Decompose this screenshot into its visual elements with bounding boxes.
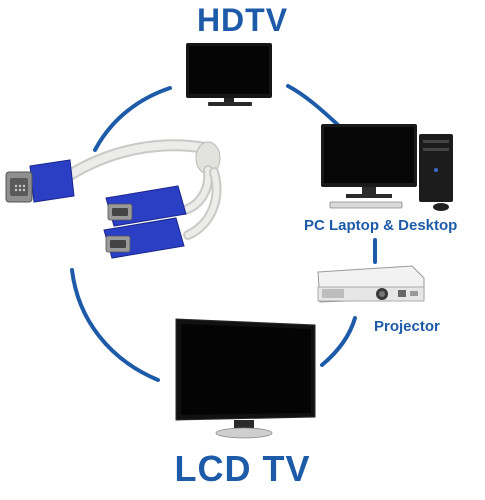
lcd-tv-label: LCD TV bbox=[174, 448, 311, 489]
arc-hdtv-right bbox=[286, 84, 340, 127]
projector-label: Projector bbox=[374, 318, 440, 335]
vga-female-connector bbox=[103, 185, 187, 259]
vga-splitter-cable bbox=[5, 139, 222, 259]
arc-left-bottom bbox=[70, 268, 160, 382]
vga-male-connector bbox=[5, 159, 75, 203]
arc-right-bottom bbox=[320, 316, 357, 367]
hdtv-icon bbox=[186, 43, 272, 106]
pc-laptop-desktop-label: PC Laptop & Desktop bbox=[304, 217, 458, 234]
hdtv-label: HDTV bbox=[196, 2, 289, 38]
arc-hdtv-left bbox=[93, 86, 172, 152]
connection-arcs bbox=[70, 84, 377, 382]
lcd-monitor-icon bbox=[175, 318, 316, 439]
projector-icon bbox=[317, 265, 425, 303]
pc-desktop-icon bbox=[321, 124, 453, 211]
